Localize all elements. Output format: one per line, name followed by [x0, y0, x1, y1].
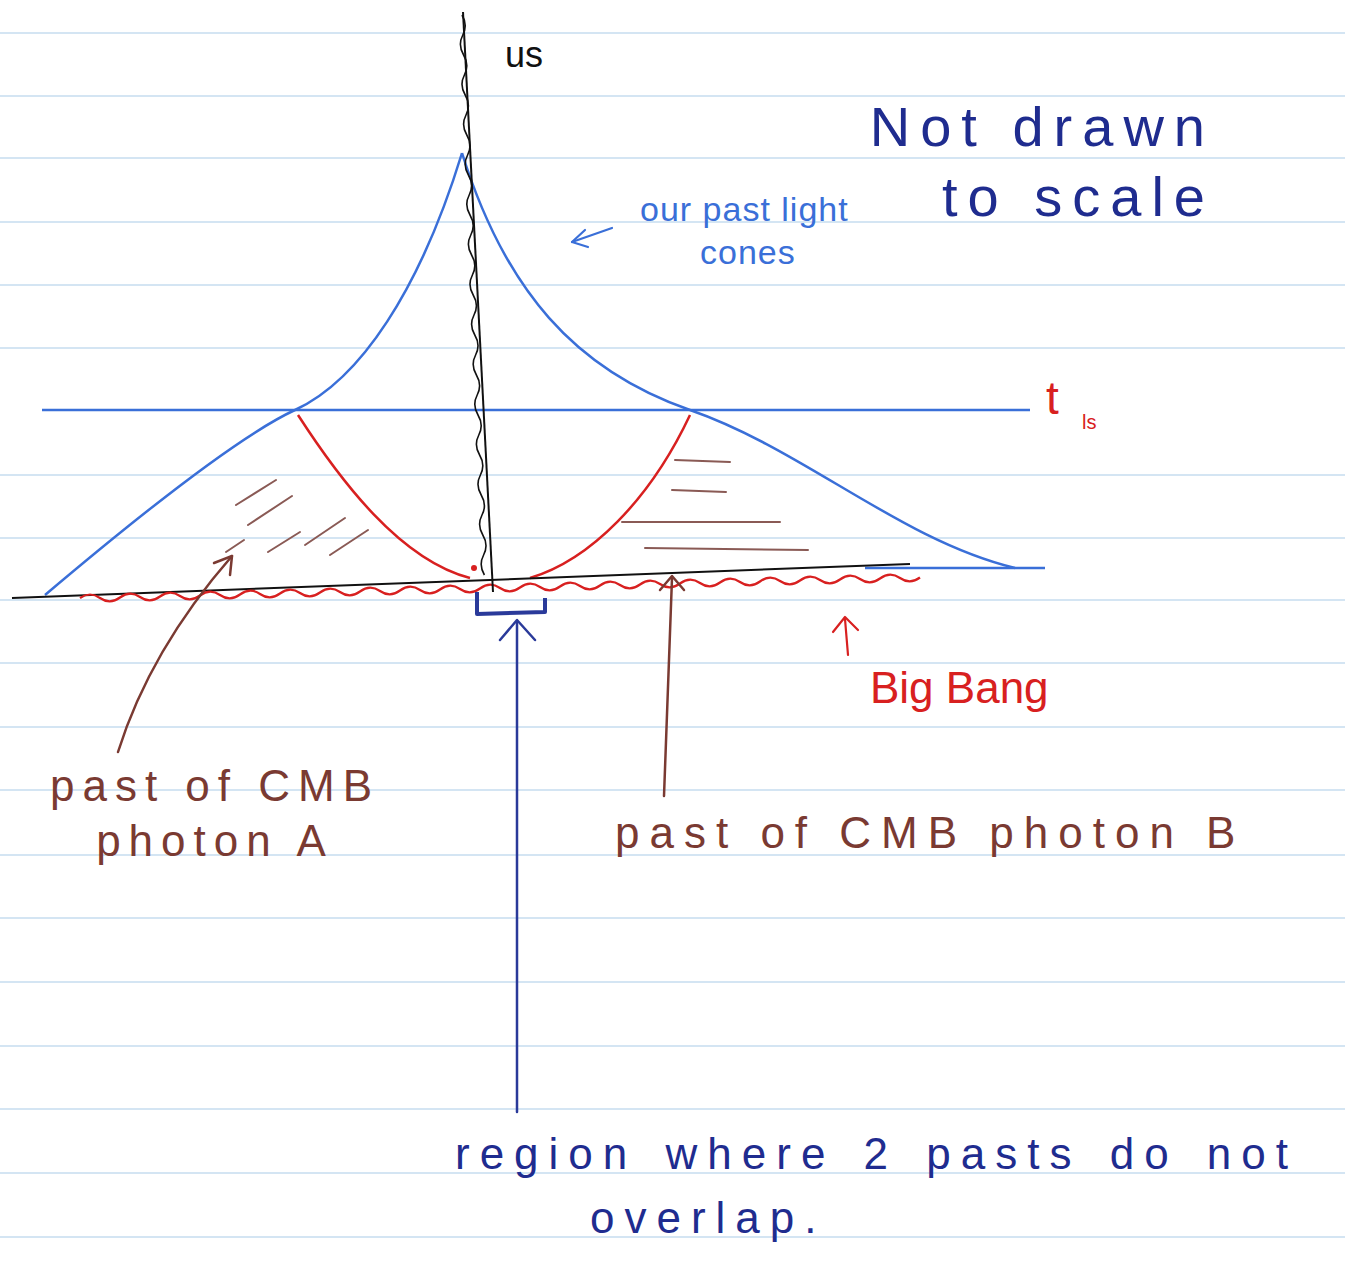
scale-note: Not drawn to scale: [835, 92, 1215, 232]
time-subscript: ls: [1082, 410, 1096, 435]
time-symbol: t: [1046, 370, 1059, 428]
paper-line: [0, 726, 1345, 727]
paper-line: [0, 981, 1345, 982]
paper-line: [0, 1108, 1345, 1109]
paper-line: [0, 1045, 1345, 1046]
paper-line: [0, 662, 1345, 663]
arrow-head: [660, 576, 684, 590]
observer-label: us: [505, 32, 543, 77]
region-bracket: [477, 592, 545, 614]
hatch-stroke: [672, 490, 726, 492]
hatch-stroke: [226, 540, 244, 552]
leader-line: [845, 619, 848, 655]
paper-line: [0, 32, 1345, 33]
photon-b-label: past of CMB photon B: [615, 805, 1245, 860]
photon-a-past-cone: [298, 415, 470, 578]
red-dot: [471, 565, 477, 571]
past-light-cone: [462, 153, 1015, 568]
last-scattering-slice: [42, 409, 1030, 412]
big-bang-label: Big Bang: [870, 660, 1049, 715]
paper-line: [0, 599, 1345, 600]
hatch-stroke: [248, 496, 292, 525]
hatch-stroke: [622, 521, 780, 523]
region-label: region where 2 pasts do not overlap.: [455, 1122, 1330, 1250]
leader-arrows: [118, 228, 858, 1112]
photon-a-label: past of CMB photon A: [35, 758, 395, 868]
wavy-worldline: [460, 15, 486, 575]
leader-line: [118, 556, 232, 752]
hatch-stroke: [268, 532, 300, 552]
arrow-head: [833, 617, 858, 632]
paper-line: [0, 537, 1345, 538]
past-a-hatching: [226, 480, 368, 555]
paper-line: [0, 917, 1345, 918]
past-light-cone: [45, 153, 462, 595]
leader-line: [516, 622, 519, 1112]
hatch-stroke: [675, 460, 730, 462]
hatch-stroke: [645, 548, 808, 550]
paper-line: [0, 347, 1345, 348]
cone-label: our past light cones: [640, 188, 880, 273]
hatch-stroke: [330, 530, 368, 555]
cone-tail: [865, 567, 1045, 570]
ruled-paper-lines: [0, 33, 1345, 1237]
hatch-stroke: [305, 518, 345, 545]
arrow-head: [572, 230, 588, 247]
past-b-hatching: [622, 460, 808, 550]
leader-line: [664, 578, 672, 796]
arrow-head: [214, 556, 232, 575]
arrow-head: [500, 620, 535, 640]
time-zero-axis: [12, 564, 910, 598]
paper-line: [0, 474, 1345, 475]
paper-line: [0, 284, 1345, 285]
photon-b-past-cone: [530, 415, 690, 578]
hatch-stroke: [236, 480, 276, 505]
